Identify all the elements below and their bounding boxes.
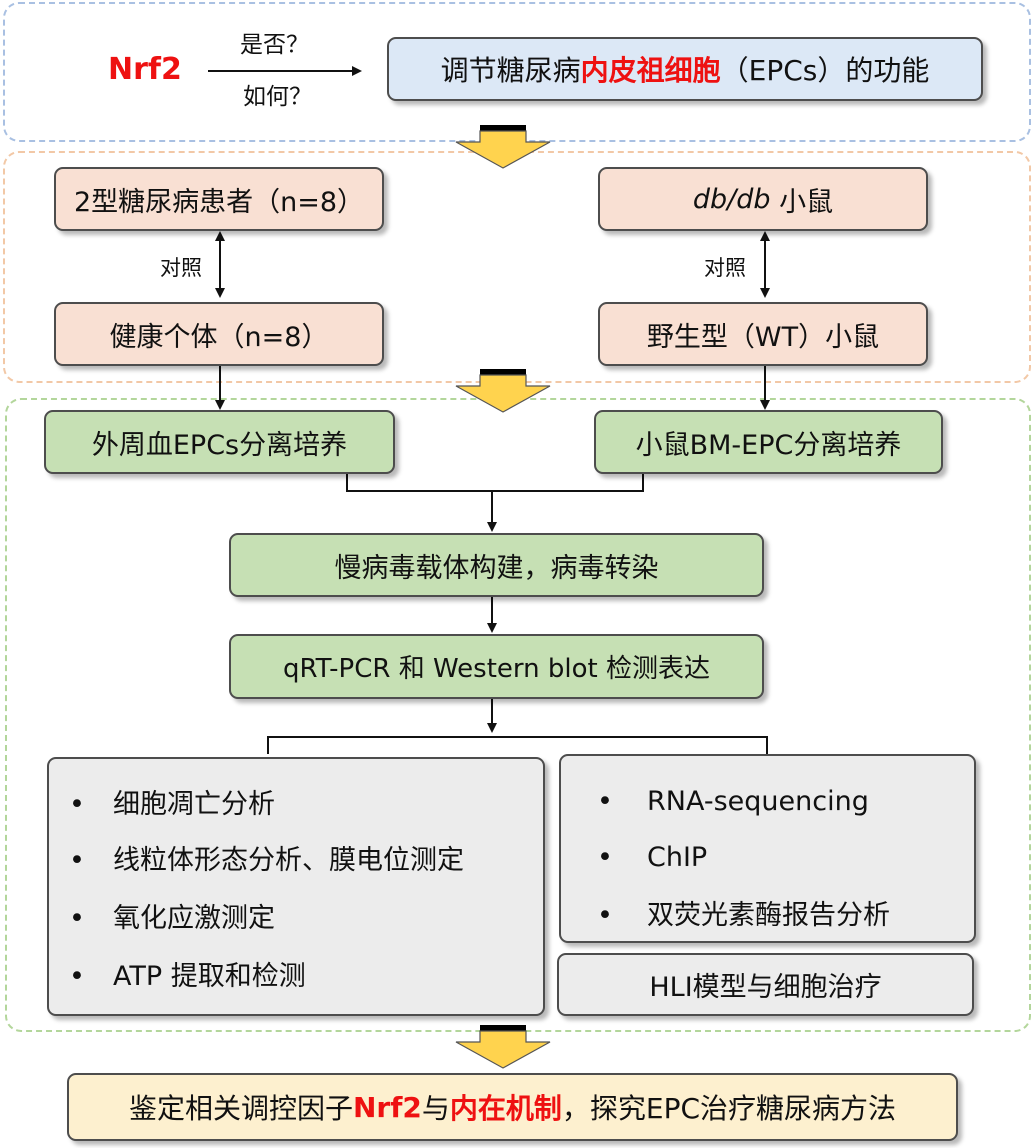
analysis-item-mitochondria: 线粒体形态分析、膜电位测定 xyxy=(113,845,464,876)
list-item: • 线粒体形态分析、膜电位测定 xyxy=(69,841,464,899)
goal-box: 调节糖尿病内皮祖细胞（EPCs）的功能 xyxy=(387,37,983,101)
analysis-right-box: • RNA-sequencing • ChIP • 双荧光素酶报告分析 xyxy=(559,754,976,943)
question-how: 如何？ xyxy=(243,84,312,110)
analysis-left-box: • 细胞凋亡分析 • 线粒体形态分析、膜电位测定 • 氧化应激测定 • ATP 提取和检… xyxy=(47,757,545,1016)
analysis-item-luciferase: 双荧光素酶报告分析 xyxy=(647,900,890,931)
pb-epc-isolation-box: 外周血EPCs分离培养 xyxy=(44,410,395,474)
control-label-right: 对照 xyxy=(704,256,746,280)
list-item: • ATP 提取和检测 xyxy=(69,957,464,1013)
analysis-item-chip: ChIP xyxy=(647,842,708,873)
dbdb-label: db/db xyxy=(692,183,771,215)
conclusion-text-1: 鉴定相关调控因子 xyxy=(128,1092,353,1125)
block-arrow-2 xyxy=(455,369,551,413)
list-item: • RNA-sequencing xyxy=(597,782,890,838)
bullet-icon: • xyxy=(597,786,613,817)
bullet-icon: • xyxy=(69,961,85,992)
dbdb-mice-box: db/db 小鼠 xyxy=(598,167,928,231)
analysis-left-list: • 细胞凋亡分析 • 线粒体形态分析、膜电位测定 • 氧化应激测定 • ATP 提取和检… xyxy=(69,785,464,1013)
block-arrow-1 xyxy=(455,125,551,169)
bm-epc-isolation-box: 小鼠BM-EPC分离培养 xyxy=(594,410,943,474)
patients-box: 2型糖尿病患者（n=8） xyxy=(54,167,384,231)
bullet-icon: • xyxy=(69,789,85,820)
conclusion-highlight: 内在机制 xyxy=(449,1092,562,1125)
detection-box: qRT-PCR 和 Western blot 检测表达 xyxy=(229,634,764,699)
nrf2-label: Nrf2 xyxy=(108,52,182,87)
bullet-icon: • xyxy=(597,900,613,931)
list-item: • 细胞凋亡分析 xyxy=(69,785,464,841)
bullet-icon: • xyxy=(69,903,85,934)
list-item: • ChIP xyxy=(597,838,890,896)
conclusion-nrf2: Nrf2 xyxy=(352,1090,422,1124)
lentivirus-box: 慢病毒载体构建，病毒转染 xyxy=(229,533,764,597)
question-whether: 是否？ xyxy=(240,32,309,58)
goal-text-1: 调节糖尿病 xyxy=(440,54,581,87)
conclusion-text-3: ，探究EPC治疗糖尿病方法 xyxy=(561,1092,897,1125)
bullet-icon: • xyxy=(597,842,613,873)
split-connector xyxy=(267,736,768,754)
goal-highlight: 内皮祖细胞 xyxy=(580,54,721,87)
healthy-box: 健康个体（n=8） xyxy=(54,302,384,366)
analysis-item-oxidative-stress: 氧化应激测定 xyxy=(113,903,275,934)
analysis-item-rnaseq: RNA-sequencing xyxy=(647,786,869,817)
list-item: • 氧化应激测定 xyxy=(69,899,464,957)
analysis-item-atp: ATP 提取和检测 xyxy=(113,961,306,992)
control-label-left: 对照 xyxy=(160,256,202,280)
list-item: • 双荧光素酶报告分析 xyxy=(597,896,890,952)
analysis-item-apoptosis: 细胞凋亡分析 xyxy=(113,789,275,820)
analysis-right-list: • RNA-sequencing • ChIP • 双荧光素酶报告分析 xyxy=(597,782,890,952)
merge-connector xyxy=(346,474,644,492)
block-arrow-3 xyxy=(455,1025,551,1069)
goal-text-2: （EPCs）的功能 xyxy=(720,54,930,87)
hli-box: HLI模型与细胞治疗 xyxy=(557,953,974,1016)
bullet-icon: • xyxy=(69,845,85,876)
conclusion-text-2: 与 xyxy=(421,1092,450,1125)
mice-label: 小鼠 xyxy=(770,186,834,218)
wt-mice-box: 野生型（WT）小鼠 xyxy=(598,302,928,366)
